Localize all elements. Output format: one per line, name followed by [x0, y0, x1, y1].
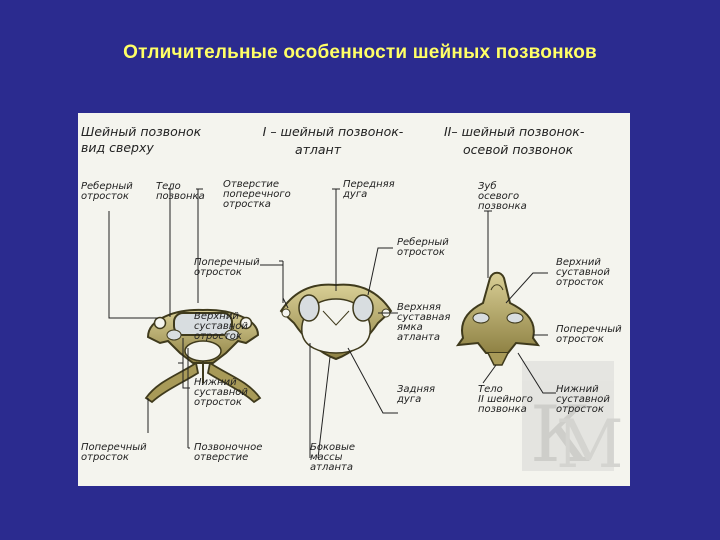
watermark-monogram: К М: [522, 361, 624, 483]
label-superior-articular-axis: Верхний суставной отросток: [556, 257, 610, 288]
svg-text:К: К: [530, 390, 590, 480]
cervical-vertebra-drawing: [144, 308, 262, 404]
vertebrae-figure: К М: [78, 113, 630, 486]
vertebrae-illustration: К М: [108, 188, 624, 483]
label-anterior-arch: Передняя дуга: [343, 179, 395, 200]
header-atlas-line2: атлант: [294, 142, 342, 157]
label-lateral-masses: Боковые массы атланта: [310, 442, 356, 473]
label-transverse-process-2: Поперечный отросток: [81, 442, 147, 463]
label-transverse-process-axis: Поперечный отросток: [556, 324, 622, 345]
leader-lines: [108, 188, 556, 459]
header-atlas-line1: I – шейный позвонок-: [262, 124, 404, 139]
header-cervical: Шейный позвонок вид сверху: [81, 124, 202, 155]
label-transverse-process-1: Поперечный отросток: [194, 257, 260, 278]
svg-text:М: М: [556, 406, 624, 483]
label-posterior-arch: Задняя дуга: [397, 384, 436, 405]
label-inferior-articular-1: Нижний суставной отросток: [194, 377, 248, 408]
label-dens: Зуб осевого позвонка: [478, 181, 527, 212]
label-superior-articular-fossa: Верхняя суставная ямка атланта: [397, 302, 451, 343]
label-inferior-articular-axis: Нижний суставной отросток: [556, 384, 610, 415]
label-transverse-foramen: Отверстие поперечного отростка: [223, 179, 291, 210]
atlas-vertebra-drawing: [279, 283, 393, 361]
label-vertebral-body: Тело позвонка: [156, 181, 205, 202]
label-superior-articular-1: Верхний суставной отросток: [194, 311, 248, 342]
label-rib-process-atlas: Реберный отросток: [397, 237, 449, 258]
label-vertebral-foramen: Позвоночное отверстие: [194, 442, 263, 463]
header-axis-line1: II– шейный позвонок-: [444, 124, 585, 139]
header-axis-line2: осевой позвонок: [463, 142, 574, 157]
label-body-axis: Тело II шейного позвонка: [478, 384, 533, 415]
slide-title: Отличительные особенности шейных позвонк…: [123, 42, 597, 63]
axis-vertebra-drawing: [455, 271, 541, 366]
label-rib-process: Реберный отросток: [81, 181, 133, 202]
